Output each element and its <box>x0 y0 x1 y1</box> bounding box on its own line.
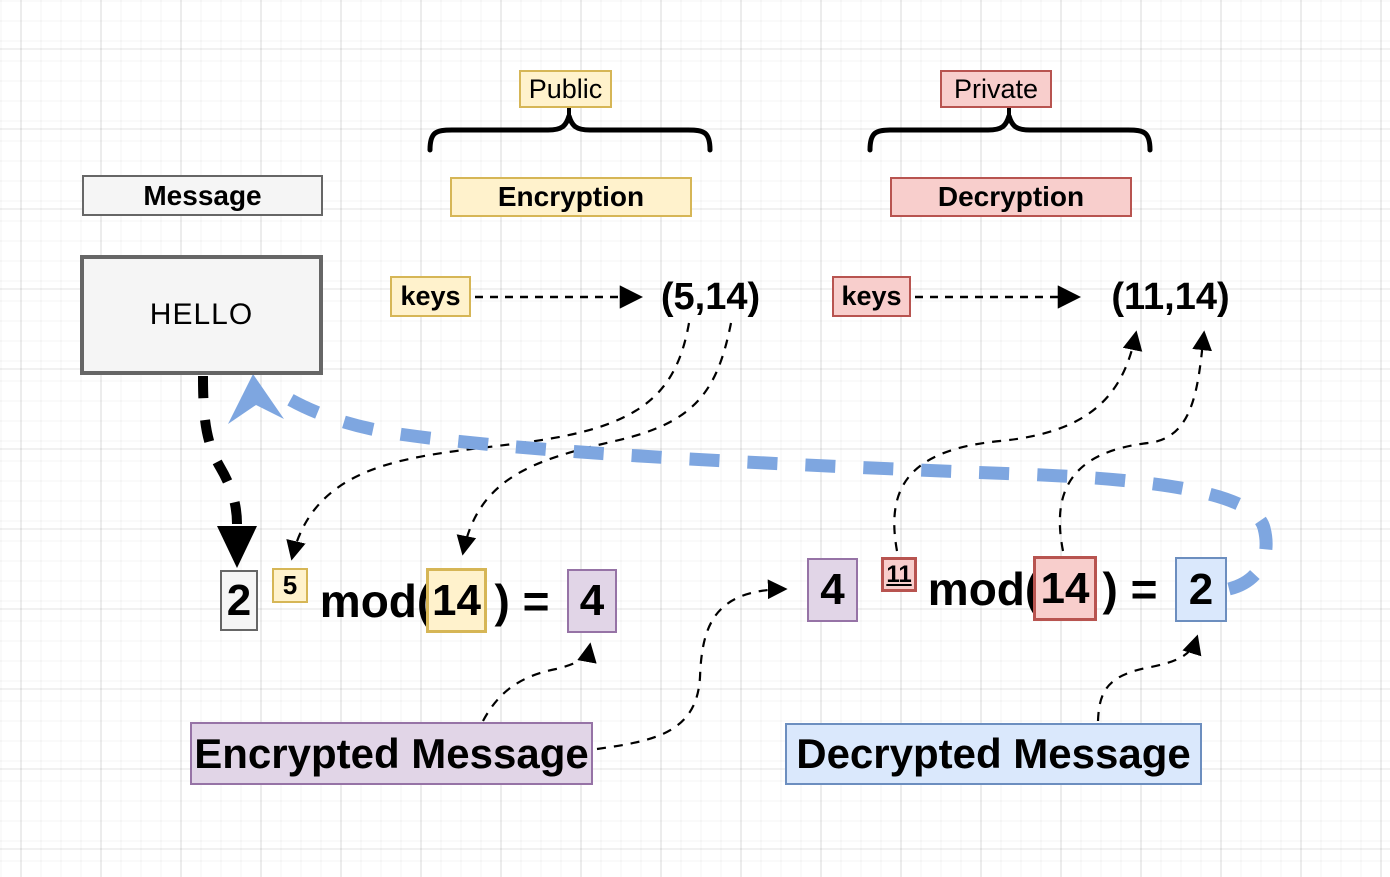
dec-exponent-box: 11 <box>881 557 917 592</box>
dec-mod-open-text: mod( <box>927 562 1041 615</box>
decrypted-return-arrow <box>266 381 1273 596</box>
enc-modulus-box: 14 <box>426 568 487 633</box>
dec-base-box: 4 <box>807 558 858 622</box>
enc-mod-open-text: mod( <box>319 574 433 627</box>
message-to-base-arrow <box>198 375 242 525</box>
dec-close-equals-text: ) = <box>1102 562 1158 615</box>
curly-brace-private <box>867 113 1153 153</box>
private-keys-box: keys <box>832 276 911 317</box>
decrypted-to-result-link <box>1096 634 1202 722</box>
enc-close-equals-text: ) = <box>494 574 550 627</box>
curly-brace-public <box>427 113 713 153</box>
decrypted-message-box: Decrypted Message <box>785 723 1202 785</box>
private-exponent-link <box>893 330 1143 552</box>
encrypted-message-box: Encrypted Message <box>190 722 593 785</box>
encryption-section-box: Encryption <box>450 177 692 217</box>
dec-result-box: 2 <box>1175 557 1227 622</box>
message-to-base-arrowhead <box>217 526 257 568</box>
encrypted-to-result-link <box>482 642 597 722</box>
public-keypair-text: (5,14) <box>660 275 761 318</box>
private-keypair-text: (11,14) <box>1111 275 1230 318</box>
private-label-box: Private <box>940 70 1052 108</box>
enc-base-box: 2 <box>220 570 258 631</box>
private-modulus-link <box>1058 330 1212 552</box>
hello-message-box: HELLO <box>80 255 323 375</box>
decrypted-return-arrowhead <box>228 374 284 424</box>
enc-result-box: 4 <box>567 569 617 633</box>
message-header-box: Message <box>82 175 323 216</box>
public-modulus-link <box>456 322 733 556</box>
encrypted-to-base-link <box>596 579 788 751</box>
decryption-section-box: Decryption <box>890 177 1132 217</box>
public-keys-box: keys <box>390 276 471 317</box>
public-exponent-link <box>286 322 691 561</box>
dec-modulus-box: 14 <box>1033 556 1097 621</box>
enc-exponent-box: 5 <box>272 568 308 603</box>
public-label-box: Public <box>519 70 612 108</box>
